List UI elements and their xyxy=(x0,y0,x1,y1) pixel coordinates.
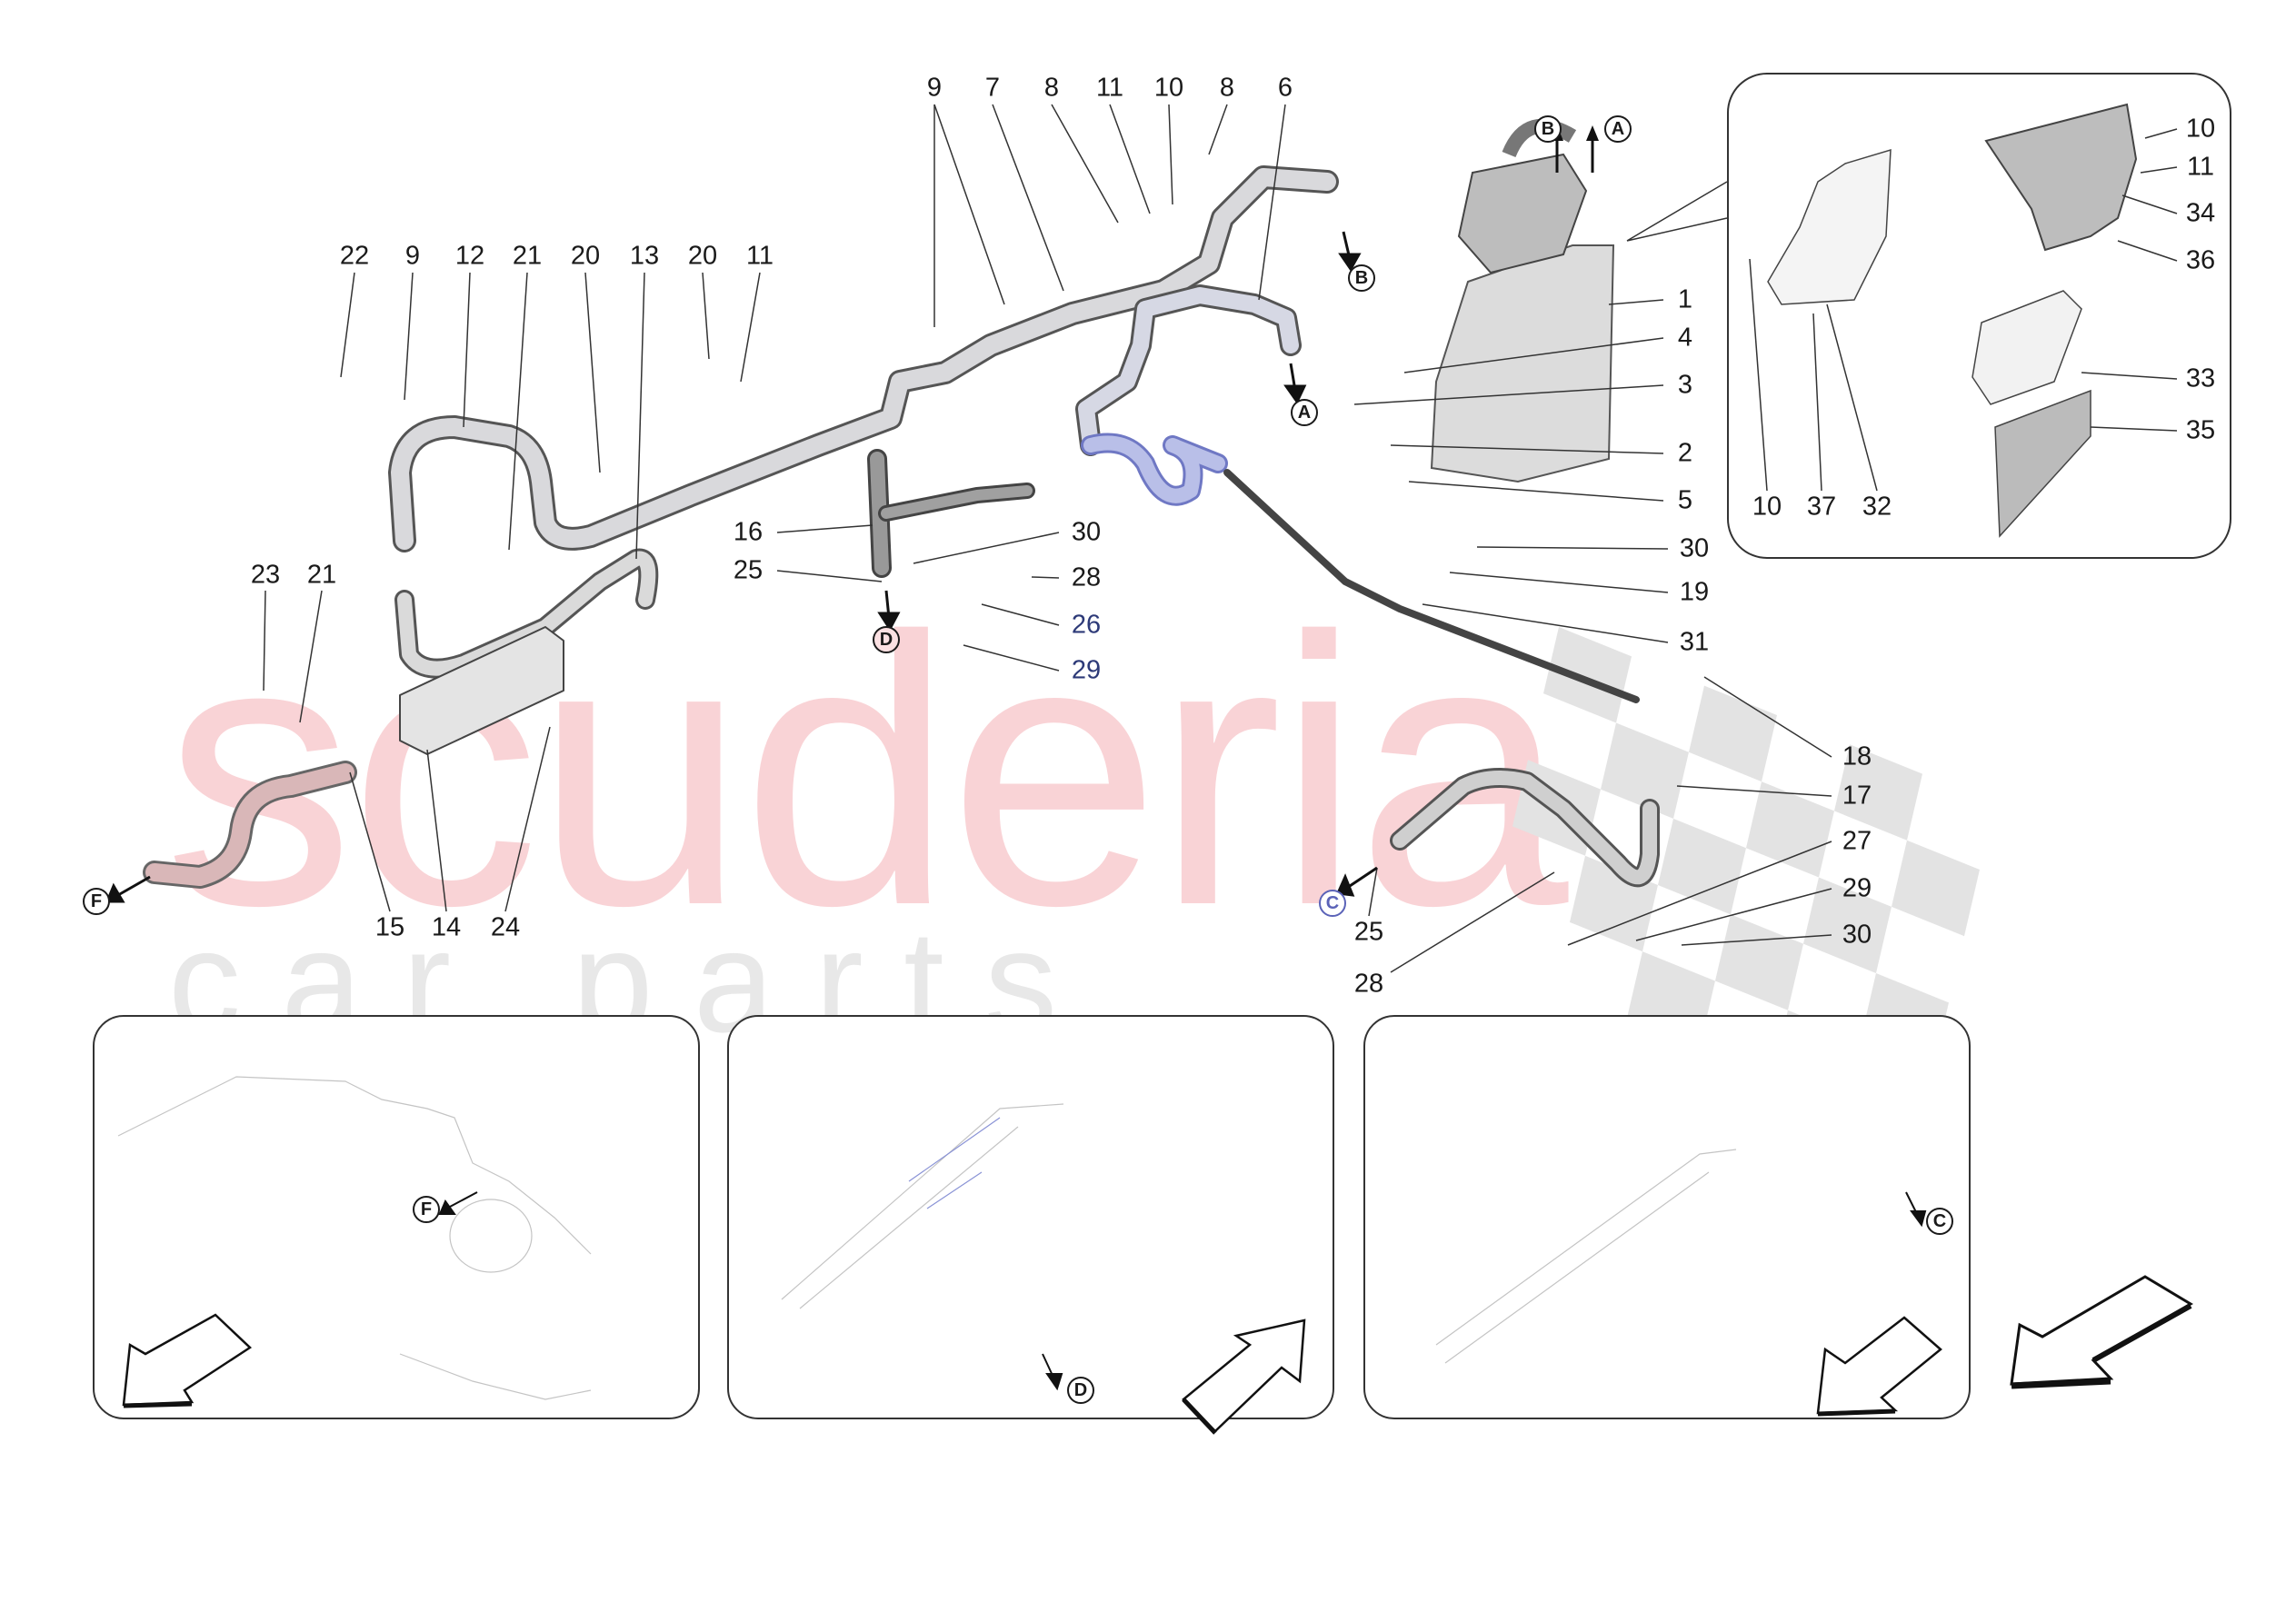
callout-6: 6 xyxy=(1277,73,1293,103)
callout-10: 10 xyxy=(2185,114,2216,144)
callout-18: 18 xyxy=(1842,741,1872,771)
callout-23: 23 xyxy=(250,560,281,590)
callout-17: 17 xyxy=(1842,781,1872,811)
callout-20: 20 xyxy=(687,241,718,271)
callout-19: 19 xyxy=(1679,577,1710,607)
callout-30: 30 xyxy=(1071,517,1102,547)
callout-7: 7 xyxy=(984,73,1001,103)
callout-25: 25 xyxy=(1353,917,1384,947)
callout-16: 16 xyxy=(733,517,764,547)
callout-30: 30 xyxy=(1842,920,1872,950)
callout-10: 10 xyxy=(1153,73,1184,103)
reference-marker-d: D xyxy=(1067,1377,1094,1404)
callout-21: 21 xyxy=(306,560,337,590)
canister-1 xyxy=(1430,118,1615,483)
pipe-long xyxy=(1223,469,1640,703)
callout-14: 14 xyxy=(431,912,462,942)
reference-marker-d: D xyxy=(873,626,900,653)
callout-36: 36 xyxy=(2185,245,2216,275)
inset-detail-panel xyxy=(1727,73,2231,559)
callout-22: 22 xyxy=(339,241,370,271)
callout-25: 25 xyxy=(733,555,764,585)
callout-13: 13 xyxy=(629,241,660,271)
callout-20: 20 xyxy=(570,241,601,271)
callout-15: 15 xyxy=(374,912,405,942)
panel-c-direction-arrow xyxy=(1816,1316,1942,1417)
callout-32: 32 xyxy=(1862,492,1892,522)
callout-12: 12 xyxy=(454,241,485,271)
callout-28: 28 xyxy=(1071,562,1102,592)
callout-37: 37 xyxy=(1806,492,1837,522)
callout-24: 24 xyxy=(490,912,521,942)
reference-marker-c: C xyxy=(1319,890,1346,917)
reference-marker-a: A xyxy=(1291,399,1318,426)
callout-9: 9 xyxy=(926,73,943,103)
location-panel-d xyxy=(727,1015,1334,1419)
callout-34: 34 xyxy=(2185,198,2216,228)
callout-11: 11 xyxy=(1095,73,1124,103)
callout-30: 30 xyxy=(1679,533,1710,563)
callout-2: 2 xyxy=(1677,438,1693,468)
callout-8: 8 xyxy=(1043,73,1060,103)
callout-33: 33 xyxy=(2185,363,2216,393)
callout-29: 29 xyxy=(1071,655,1102,685)
callout-31: 31 xyxy=(1679,627,1710,657)
callout-26: 26 xyxy=(1071,610,1102,640)
filter-14 xyxy=(399,626,564,755)
reference-marker-b: B xyxy=(1534,115,1562,143)
callout-4: 4 xyxy=(1677,323,1693,353)
callout-35: 35 xyxy=(2185,415,2216,445)
reference-marker-a: A xyxy=(1604,115,1632,143)
panel-f-direction-arrow xyxy=(122,1313,253,1408)
callout-28: 28 xyxy=(1353,969,1384,999)
reference-marker-b: B xyxy=(1348,264,1375,292)
callout-5: 5 xyxy=(1677,485,1693,515)
orientation-arrow xyxy=(2010,1275,2193,1389)
panel-d-direction-arrow xyxy=(1182,1318,1306,1435)
reference-marker-f: F xyxy=(83,888,110,915)
callout-9: 9 xyxy=(404,241,421,271)
callout-8: 8 xyxy=(1219,73,1235,103)
callout-3: 3 xyxy=(1677,370,1693,400)
callout-27: 27 xyxy=(1842,826,1872,856)
callout-11: 11 xyxy=(2186,152,2215,182)
callout-29: 29 xyxy=(1842,873,1872,903)
callout-21: 21 xyxy=(512,241,543,271)
callout-11: 11 xyxy=(745,241,774,271)
reference-marker-f: F xyxy=(413,1196,440,1223)
callout-1: 1 xyxy=(1677,284,1693,314)
reference-marker-c: C xyxy=(1926,1208,1953,1235)
callout-10: 10 xyxy=(1752,492,1782,522)
